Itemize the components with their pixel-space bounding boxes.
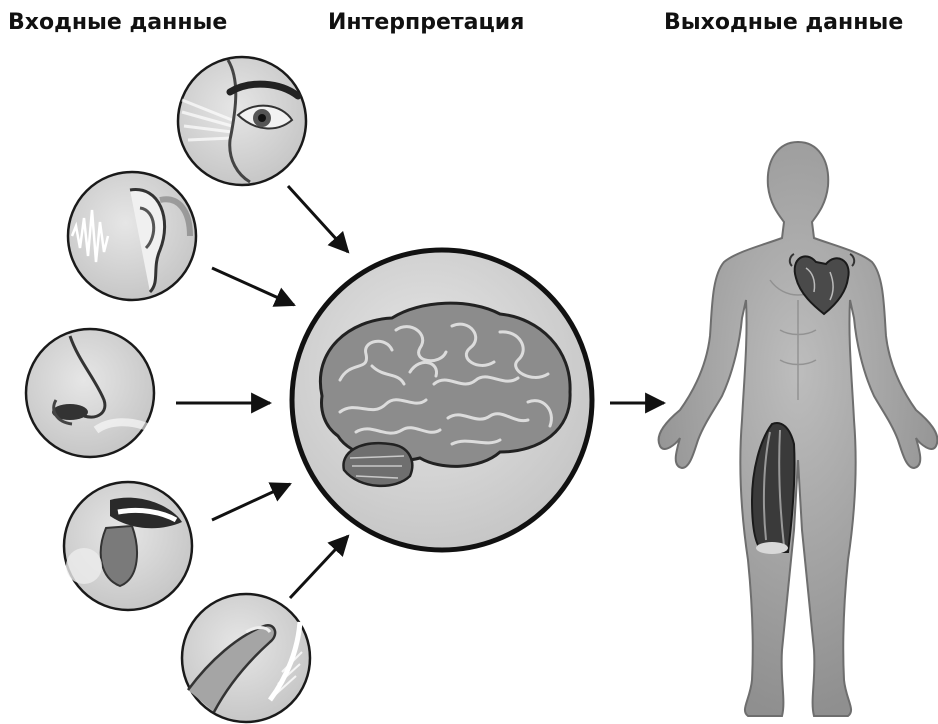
arrow-mouth-to-brain: [212, 484, 290, 520]
arrow-finger-to-brain: [290, 536, 348, 598]
finger-circle: [182, 594, 310, 722]
arrow-ear-to-brain: [212, 268, 294, 305]
arrow-eye-to-brain: [288, 186, 348, 252]
mouth-circle: [64, 482, 192, 610]
eye-circle: [178, 57, 306, 185]
ear-circle: [68, 172, 196, 300]
brain-circle: [292, 250, 592, 550]
human-body-icon: [659, 142, 938, 716]
nose-circle: [26, 329, 154, 457]
